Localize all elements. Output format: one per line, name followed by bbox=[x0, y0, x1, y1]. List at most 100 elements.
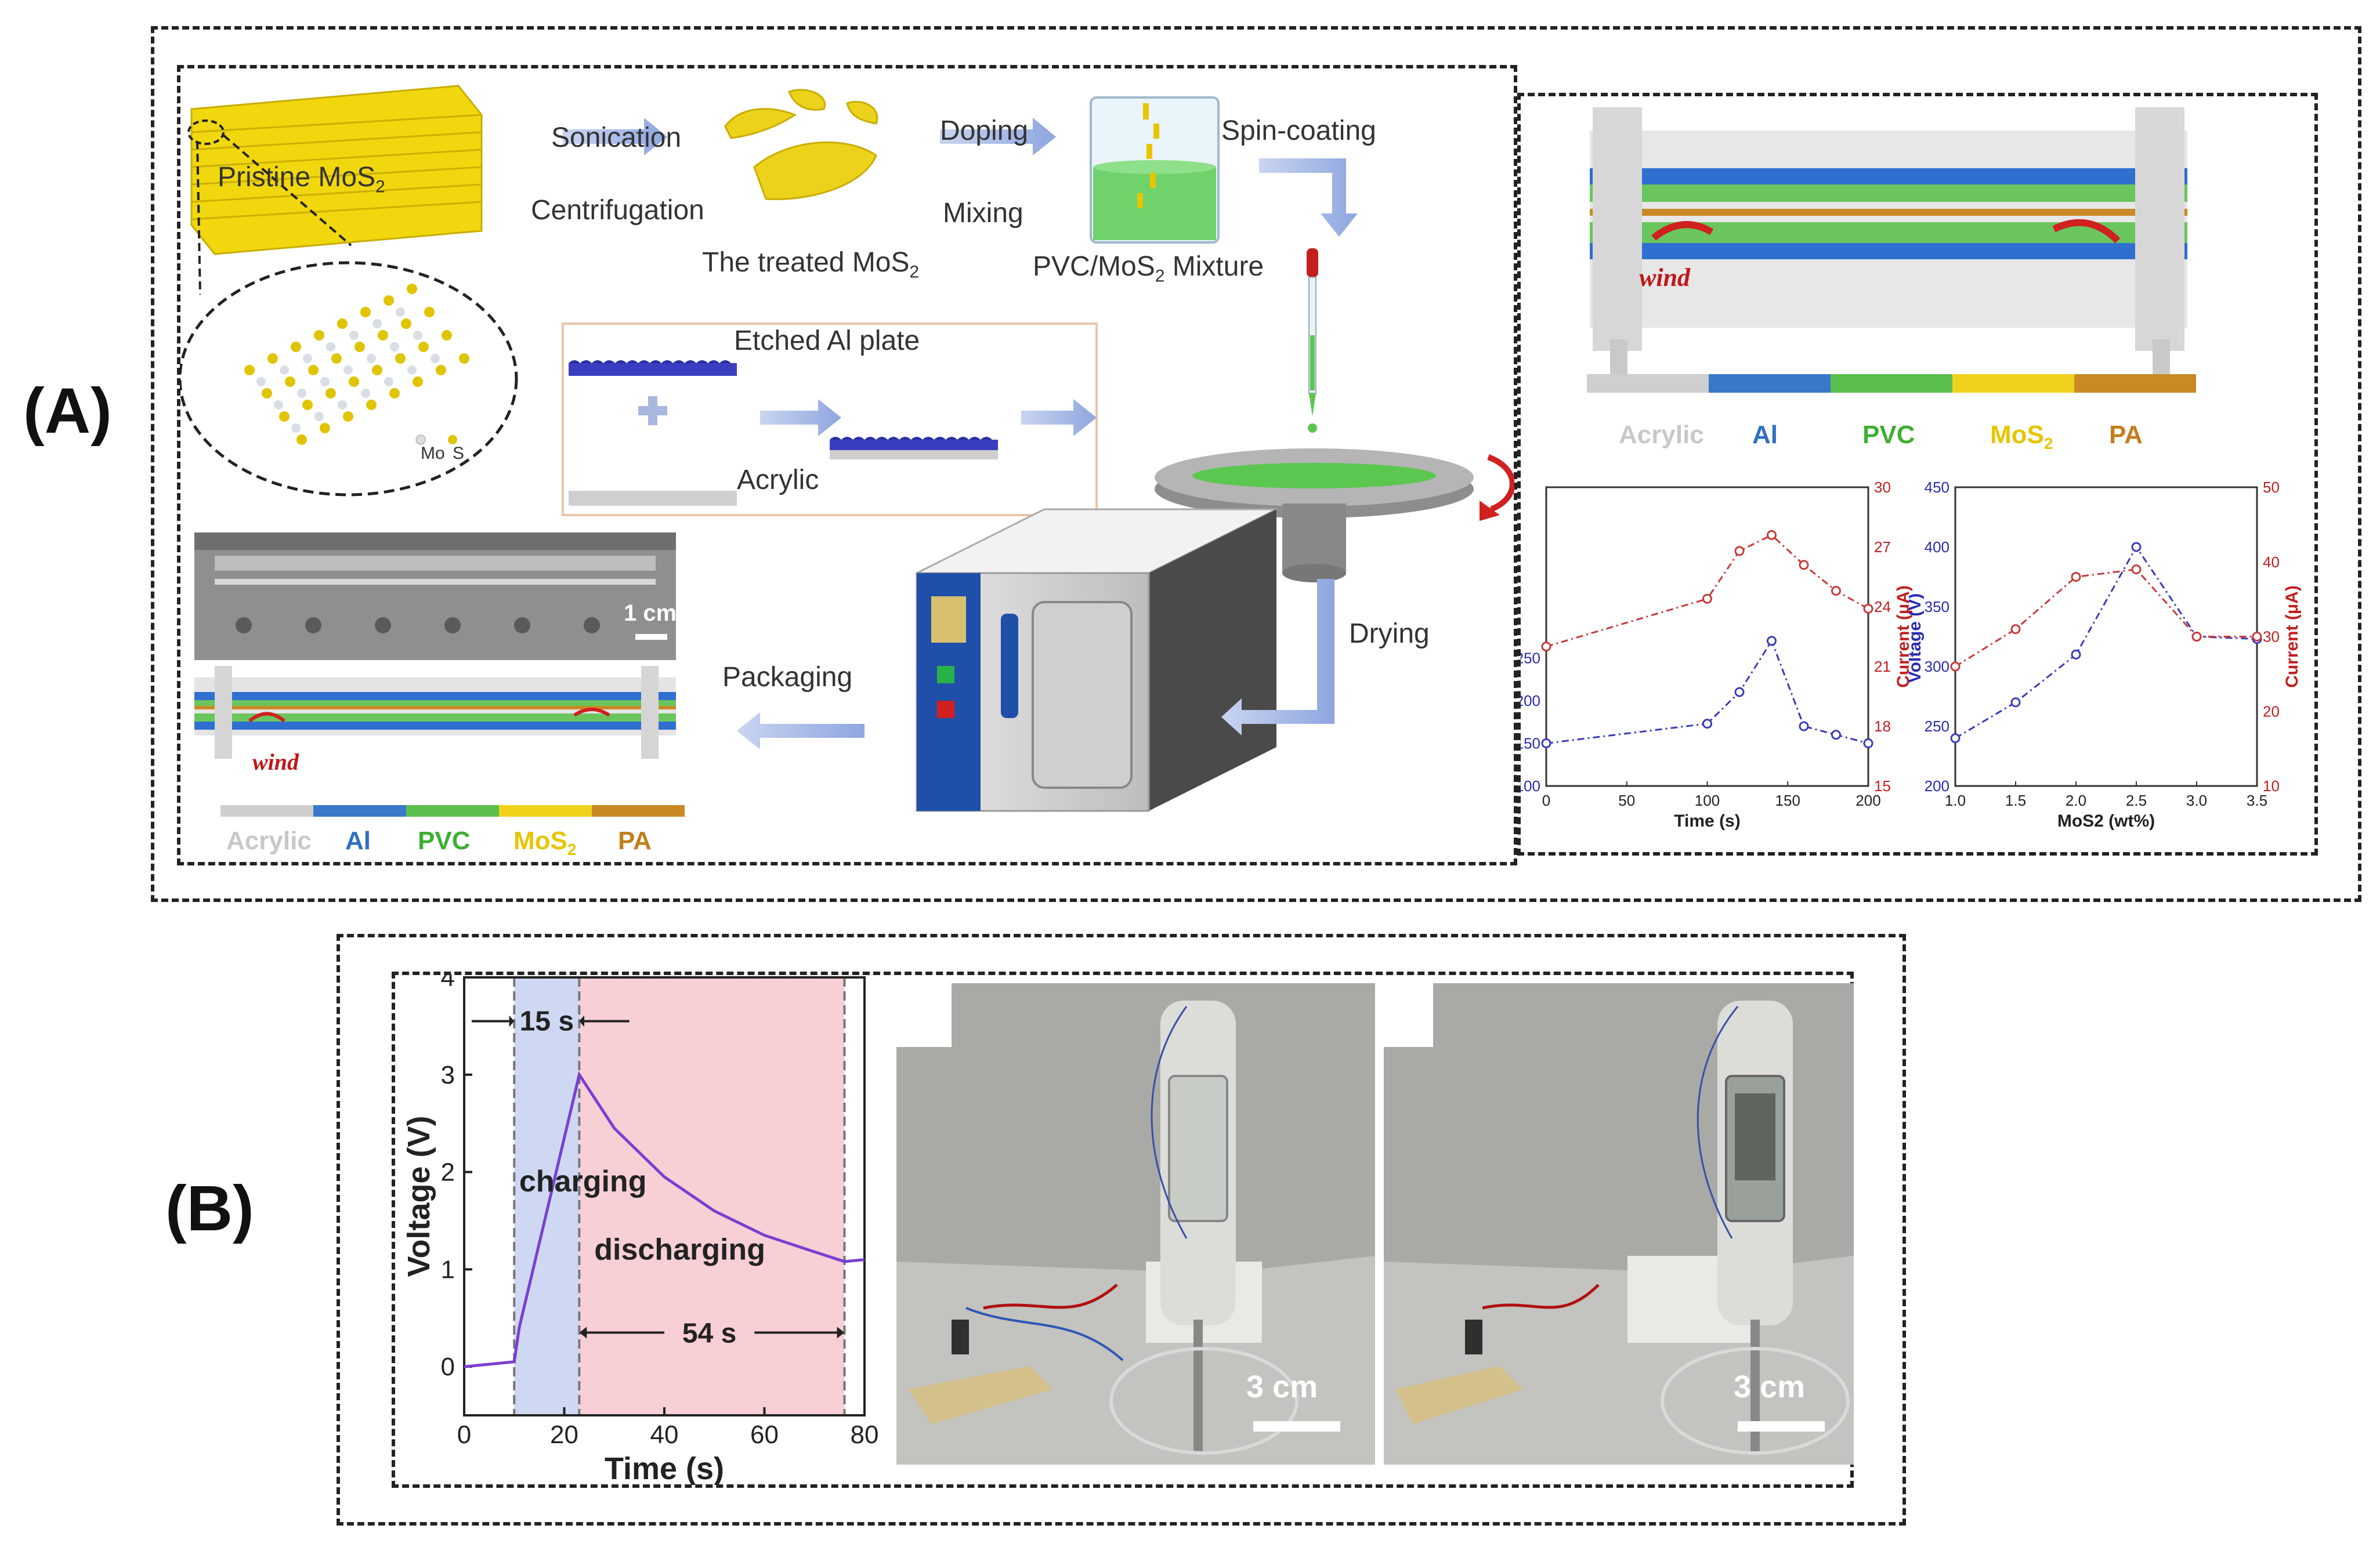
panel-b-frame bbox=[337, 934, 1906, 1526]
y2-tick-label: 30 bbox=[2263, 628, 2280, 646]
discharge-time-label: 54 s bbox=[682, 1318, 736, 1349]
x-tick-label: 200 bbox=[1855, 792, 1880, 809]
y1-tick-label: 300 bbox=[1925, 658, 1949, 675]
drying-label: Drying bbox=[1349, 618, 1430, 649]
etched-label: Etched Al plate bbox=[734, 325, 920, 356]
wind-label-large: wind bbox=[1639, 263, 1691, 292]
device-structure-schematic bbox=[1587, 107, 2196, 393]
x-tick-label: 0 bbox=[1542, 792, 1550, 809]
plot-area bbox=[1954, 486, 2258, 787]
x-tick-label: 40 bbox=[650, 1421, 679, 1449]
x-tick-label: 2.0 bbox=[2066, 792, 2086, 809]
discharge-arrow-head-left bbox=[579, 1327, 587, 1339]
discharging-label: discharging bbox=[594, 1233, 765, 1267]
legend-acrylic: Acrylic bbox=[226, 827, 312, 855]
scale-bar-label: 1 cm bbox=[624, 600, 677, 626]
data-point bbox=[1863, 738, 1873, 748]
panel-a-label: (A) bbox=[23, 375, 112, 447]
y1-axis-label: Voltage (V) bbox=[1909, 593, 1925, 683]
centrifugation-label: Centrifugation bbox=[531, 195, 704, 226]
data-point bbox=[1541, 642, 1551, 652]
photo-meter-on bbox=[1384, 983, 1854, 1465]
charging-region bbox=[514, 977, 580, 1415]
panel-a-frame bbox=[151, 26, 2361, 902]
y1-tick-label: 200 bbox=[1520, 692, 1540, 709]
charge-time-label: 15 s bbox=[520, 1006, 574, 1037]
x-tick-label: 2.5 bbox=[2126, 792, 2147, 809]
legend2-mos2: MoS2 bbox=[1990, 421, 2053, 452]
treated-label: The treated MoS2 bbox=[702, 247, 920, 282]
mos2-lattice-icon bbox=[180, 261, 518, 497]
mixture-label: PVC/MoS2 Mixture bbox=[1033, 251, 1264, 286]
spin-coater-icon bbox=[1155, 448, 1514, 582]
data-point bbox=[1702, 719, 1712, 729]
x-tick-label: 1.0 bbox=[1945, 792, 1966, 809]
mo-label: Mo bbox=[421, 444, 445, 463]
series-line-1 bbox=[1955, 568, 2257, 668]
treated-mos2-icon bbox=[724, 89, 878, 201]
y1-tick-label: 400 bbox=[1925, 538, 1949, 556]
flow-arrows bbox=[563, 118, 1358, 749]
y-axis-label: Voltage (V) bbox=[402, 1115, 436, 1277]
x-tick-label: 1.5 bbox=[2005, 792, 2026, 809]
s-label: S bbox=[453, 444, 465, 463]
data-point bbox=[1702, 593, 1712, 604]
data-point bbox=[2191, 632, 2202, 642]
legend2-pa: PA bbox=[2109, 421, 2143, 449]
process-schematic bbox=[180, 85, 1514, 817]
x-tick-label: 150 bbox=[1775, 792, 1800, 809]
data-point bbox=[2071, 649, 2081, 660]
legend2-pvc: PVC bbox=[1862, 421, 1915, 449]
data-point bbox=[1831, 586, 1841, 596]
plus-icon bbox=[638, 396, 667, 425]
packaging-label: Packaging bbox=[722, 662, 853, 693]
data-point bbox=[1950, 733, 1961, 744]
data-point bbox=[2131, 542, 2142, 552]
discharge-arrow-head-right bbox=[837, 1327, 845, 1339]
charging-label: charging bbox=[519, 1165, 647, 1198]
beaker-icon bbox=[1090, 96, 1220, 244]
y-tick-label: 2 bbox=[441, 1158, 455, 1187]
data-point bbox=[2252, 632, 2262, 642]
x-axis-label: Time (s) bbox=[1674, 811, 1740, 831]
legend-al: Al bbox=[345, 827, 371, 855]
y1-tick-label: 250 bbox=[1925, 718, 1949, 735]
x-tick-label: 100 bbox=[1695, 792, 1720, 809]
doping-label: Doping bbox=[940, 115, 1029, 146]
y2-tick-label: 15 bbox=[1874, 777, 1891, 795]
data-point bbox=[1863, 603, 1873, 614]
legend2-al: Al bbox=[1752, 421, 1778, 449]
device-schematic-small bbox=[194, 666, 676, 759]
charge-arrow-head-right bbox=[579, 1015, 584, 1027]
y1-tick-label: 450 bbox=[1925, 479, 1949, 496]
data-point bbox=[1767, 530, 1777, 540]
chart-voltage-current-time: 050100150200100150200250151821242730Time… bbox=[1520, 479, 1913, 831]
y1-tick-label: 150 bbox=[1520, 734, 1540, 752]
data-point bbox=[1541, 738, 1551, 748]
data-point bbox=[2071, 572, 2081, 582]
y-tick-label: 1 bbox=[441, 1255, 455, 1284]
discharging-region bbox=[579, 977, 845, 1415]
mixing-label: Mixing bbox=[943, 198, 1023, 229]
data-point bbox=[1734, 687, 1745, 697]
legend2-acrylic: Acrylic bbox=[1619, 421, 1704, 449]
device-photo bbox=[194, 532, 676, 660]
y-tick-label: 4 bbox=[441, 974, 455, 992]
process-frame bbox=[177, 65, 1517, 865]
y2-tick-label: 50 bbox=[2263, 479, 2280, 496]
data-point bbox=[2010, 624, 2021, 635]
y2-tick-label: 21 bbox=[1874, 658, 1891, 675]
legend-mos2: MoS2 bbox=[513, 827, 577, 858]
x-tick-label: 60 bbox=[750, 1421, 779, 1449]
acrylic-label: Acrylic bbox=[737, 465, 819, 495]
legend-pvc: PVC bbox=[418, 827, 471, 855]
x-tick-label: 50 bbox=[1618, 792, 1635, 809]
x-axis-label: MoS2 (wt%) bbox=[2057, 811, 2155, 831]
data-point bbox=[2010, 697, 2021, 708]
voltage-curve bbox=[464, 1071, 865, 1368]
panel-b-label: (B) bbox=[165, 1173, 254, 1244]
data-point bbox=[1799, 721, 1809, 731]
y1-tick-label: 100 bbox=[1520, 777, 1540, 795]
